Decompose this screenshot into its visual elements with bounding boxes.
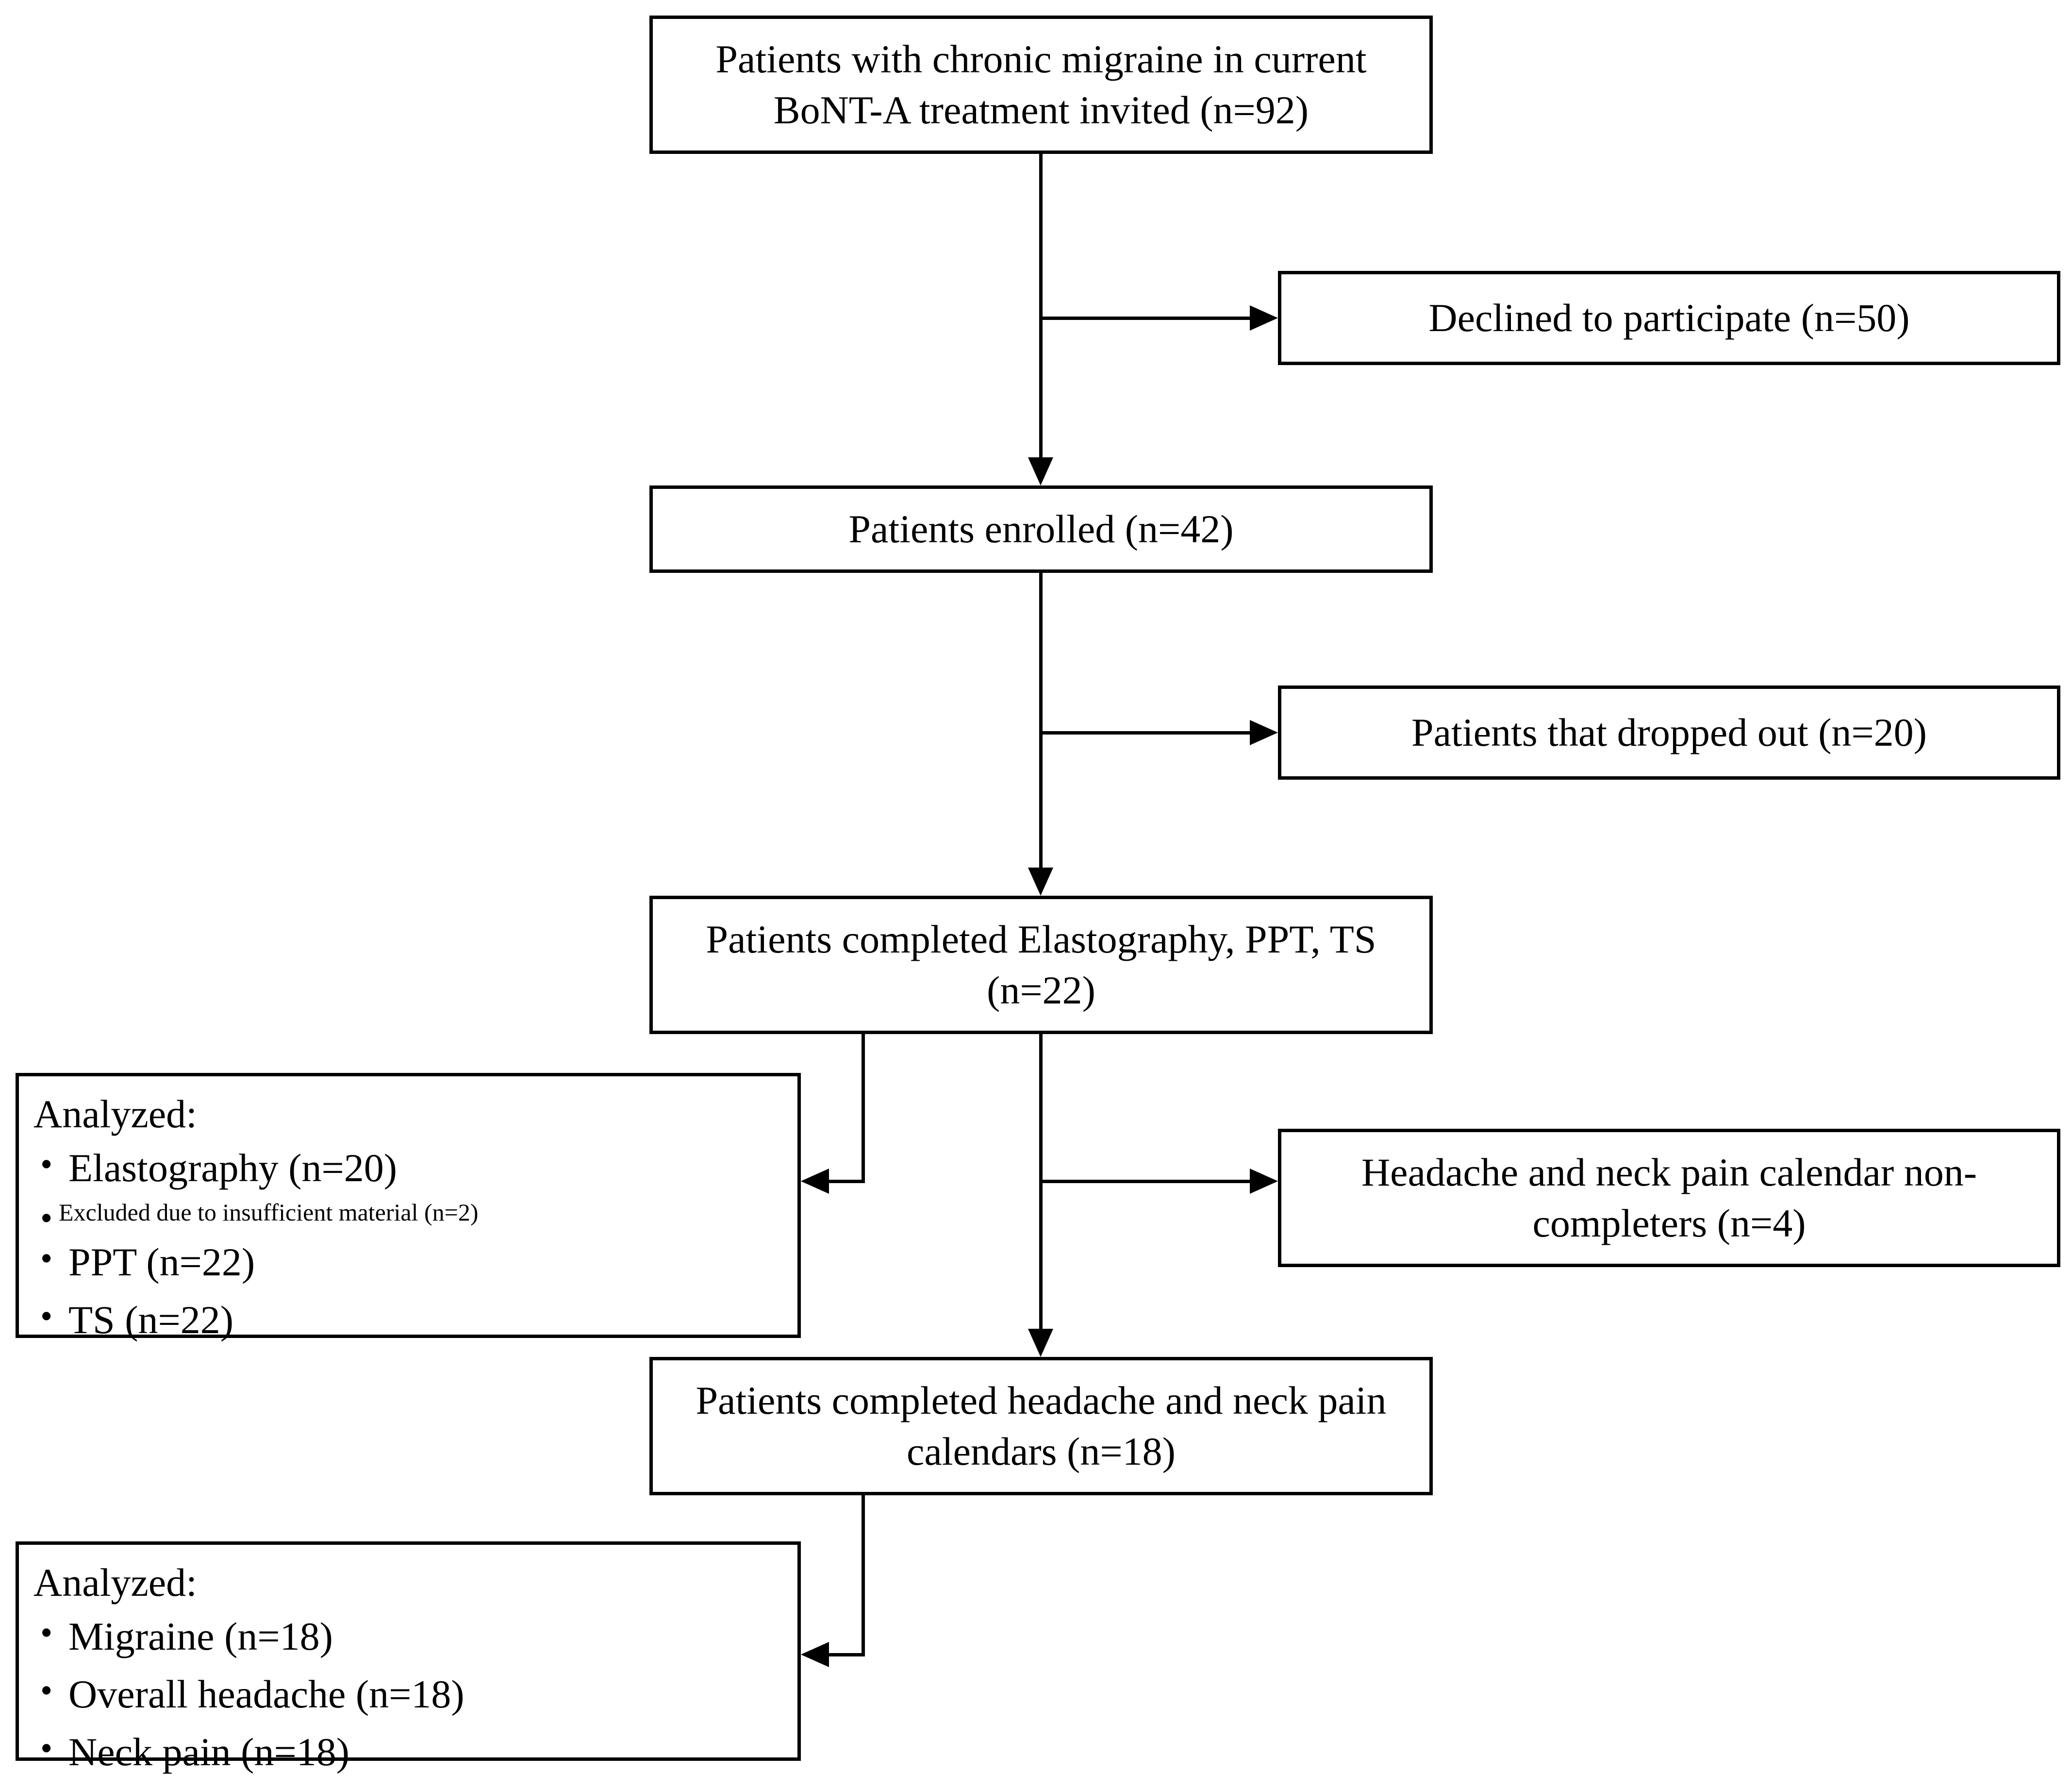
node-invited: Patients with chronic migraine in curren… — [649, 16, 1433, 154]
arrow-to-dropped-out — [1250, 720, 1278, 745]
node-invited-line1: Patients with chronic migraine in curren… — [715, 36, 1367, 81]
connector-tests-elbow-horizontal — [829, 1180, 865, 1183]
connector-invited-to-enrolled — [1039, 154, 1043, 457]
connector-calendars-elbow-horizontal — [829, 1653, 865, 1656]
analyzed-tests-subnote-row: Excluded due to insufficient material (n… — [33, 1196, 783, 1240]
list-item: PPT (n=22) — [33, 1236, 783, 1288]
node-completed-tests-line1: Patients completed Elastography, PPT, TS — [706, 917, 1376, 961]
node-dropped-out: Patients that dropped out (n=20) — [1278, 686, 2060, 780]
arrow-to-calendar-noncompleters — [1250, 1169, 1278, 1194]
connector-to-calendar-noncompleters — [1039, 1180, 1250, 1183]
node-completed-tests-line2: (n=22) — [987, 968, 1095, 1012]
node-declined-line1: Declined to participate (n=50) — [1428, 295, 1910, 340]
arrow-to-declined — [1250, 305, 1278, 331]
node-invited-line2: BoNT-A treatment invited (n=92) — [773, 87, 1309, 132]
node-calendar-noncompleters: Headache and neck pain calendar non- com… — [1278, 1129, 2060, 1267]
arrow-to-analyzed-calendars — [801, 1642, 829, 1667]
list-item: Migraine (n=18) — [33, 1610, 783, 1662]
node-completed-calendars-line2: calendars (n=18) — [907, 1429, 1176, 1473]
list-item: Elastography (n=20) — [33, 1142, 783, 1194]
node-analyzed-tests: Analyzed: Elastography (n=20) Excluded d… — [16, 1073, 801, 1342]
arrow-invited-to-enrolled — [1028, 457, 1053, 485]
list-item: TS (n=22) — [33, 1294, 783, 1346]
analyzed-calendars-list: Migraine (n=18) Overall headache (n=18) … — [33, 1610, 783, 1785]
node-completed-calendars: Patients completed headache and neck pai… — [649, 1357, 1433, 1495]
node-dropped-out-line1: Patients that dropped out (n=20) — [1411, 710, 1927, 754]
node-declined: Declined to participate (n=50) — [1278, 271, 2060, 365]
connector-enrolled-to-completed-tests — [1039, 573, 1043, 868]
node-completed-tests: Patients completed Elastography, PPT, TS… — [649, 896, 1433, 1034]
node-enrolled: Patients enrolled (n=42) — [649, 485, 1433, 573]
connector-to-declined — [1039, 317, 1250, 320]
list-item: Overall headache (n=18) — [33, 1668, 783, 1720]
analyzed-tests-list: Elastography (n=20) Excluded due to insu… — [33, 1142, 783, 1353]
arrow-to-analyzed-tests — [801, 1169, 829, 1194]
node-analyzed-calendars: Analyzed: Migraine (n=18) Overall headac… — [16, 1541, 801, 1774]
node-calendar-noncompleters-line2: completers (n=4) — [1532, 1201, 1806, 1245]
arrow-completed-tests-to-calendars — [1028, 1329, 1053, 1357]
analyzed-tests-title: Analyzed: — [33, 1092, 197, 1136]
node-enrolled-line1: Patients enrolled (n=42) — [848, 506, 1234, 551]
node-completed-calendars-line1: Patients completed headache and neck pai… — [696, 1378, 1387, 1422]
connector-calendars-elbow-vertical — [862, 1495, 865, 1656]
arrow-enrolled-to-completed-tests — [1028, 868, 1053, 896]
analyzed-calendars-title: Analyzed: — [33, 1560, 197, 1605]
node-calendar-noncompleters-line1: Headache and neck pain calendar non- — [1361, 1150, 1977, 1194]
list-item: Neck pain (n=18) — [33, 1726, 783, 1778]
connector-to-dropped-out — [1039, 731, 1250, 735]
analyzed-tests-subnote: Excluded due to insufficient material (n… — [59, 1198, 479, 1226]
connector-tests-elbow-vertical — [862, 1034, 865, 1183]
